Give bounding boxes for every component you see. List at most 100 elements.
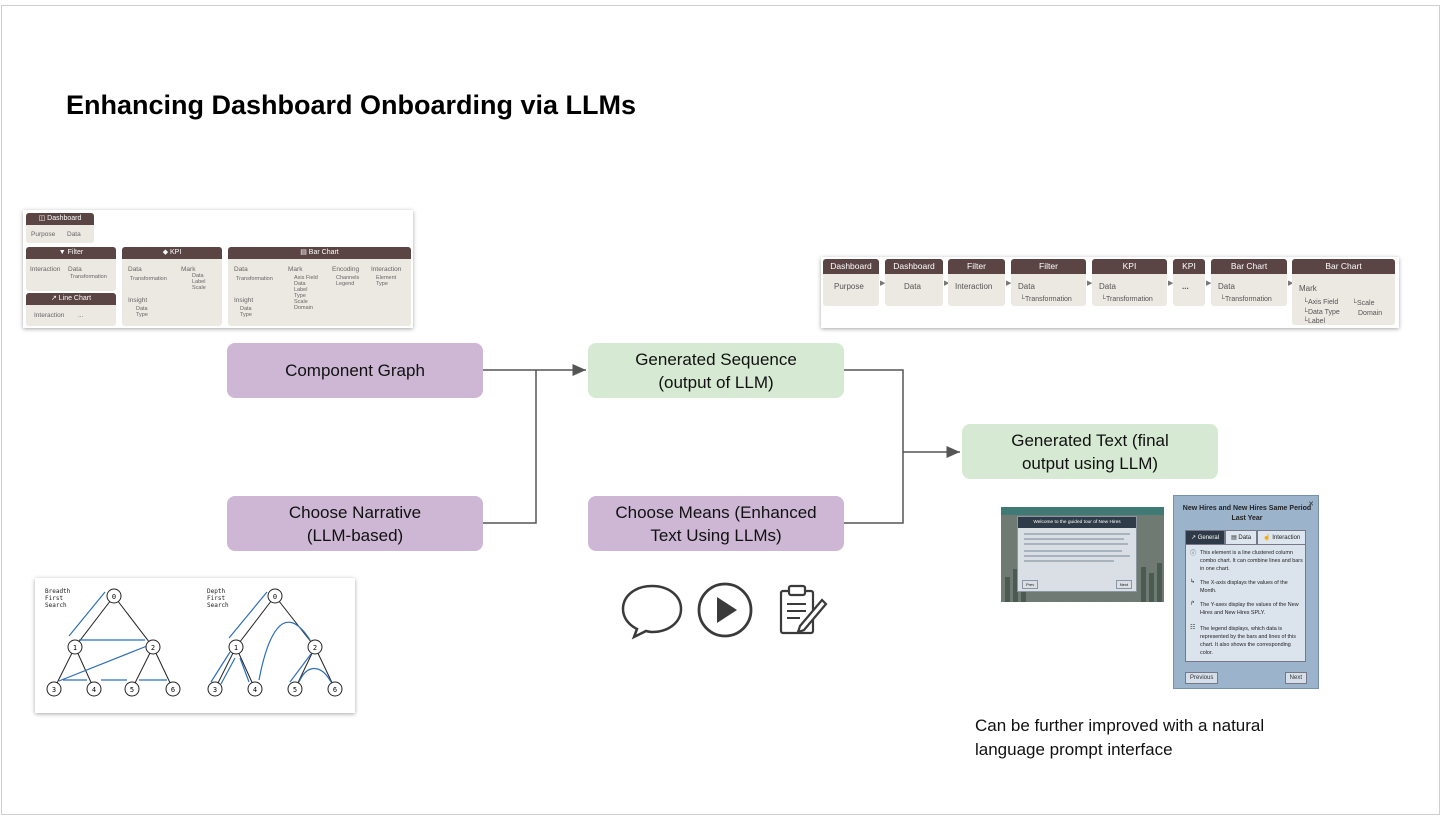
seq-mark-item: └Axis Field <box>1303 299 1339 306</box>
seq-card-header: Bar Chart <box>1211 259 1287 274</box>
tree-node: 2 <box>307 639 323 655</box>
tree-node: 3 <box>46 681 62 697</box>
legend-icon: ☷ <box>1190 625 1196 631</box>
tree-node: 4 <box>86 681 102 697</box>
seq-card-item: Data <box>1218 282 1235 291</box>
seq-card: KPI Data └Transformation <box>1092 259 1167 306</box>
seq-card: Filter Data └Transformation <box>1011 259 1086 306</box>
svg-text:Depth: Depth <box>207 588 225 595</box>
tour-next-button[interactable]: Next <box>1115 580 1132 589</box>
cg-text: Type <box>240 312 252 318</box>
cg-filter-card: ▼ Filter Interaction Data Transformation <box>26 247 116 291</box>
seq-card-item: Purpose <box>834 282 864 291</box>
tab-general[interactable]: ↗ General <box>1185 530 1226 545</box>
svg-text:1: 1 <box>73 644 77 652</box>
svg-text:0: 0 <box>273 593 277 601</box>
seq-card-header: Dashboard <box>823 259 879 274</box>
panel-title: New Hires and New Hires Same Period Last… <box>1182 505 1312 522</box>
seq-arrow-icon: ▶ <box>1006 280 1012 287</box>
clipboard-edit-icon <box>779 584 828 635</box>
close-icon[interactable]: ✕ <box>1308 501 1314 508</box>
seq-card-header: Filter <box>1011 259 1086 274</box>
connector-narrative-to-sequence <box>483 370 537 524</box>
seq-card-item: Interaction <box>955 282 993 291</box>
cg-text: Purpose <box>31 231 56 238</box>
seq-arrow-icon: ▶ <box>944 280 950 287</box>
cg-text: Type <box>294 293 306 299</box>
info-icon: ⓘ <box>1190 551 1197 557</box>
svg-text:Search: Search <box>207 602 229 609</box>
tree-node: 6 <box>165 681 181 697</box>
cg-text: Channels <box>336 275 360 281</box>
generated-sequence-thumbnail: Dashboard Purpose ▶ Dashboard Data ▶ Fil… <box>821 257 1399 328</box>
generated-text-box: Generated Text (final output using LLM) <box>962 424 1218 479</box>
cg-text: Element <box>376 275 397 281</box>
seq-card-sub: └Transformation <box>1220 296 1272 303</box>
cg-text: Data <box>234 266 248 273</box>
cg-text: Interaction <box>34 312 65 319</box>
cg-text: Interaction <box>30 266 61 273</box>
seq-arrow-icon: ▶ <box>880 280 886 287</box>
cg-text: Data <box>192 273 204 279</box>
cg-dashboard-header: ◫ Dashboard <box>26 213 94 225</box>
tree-node: 5 <box>124 681 140 697</box>
choose-narrative-label: Choose Narrative (LLM-based) <box>288 502 422 545</box>
tab-interaction[interactable]: ☝ Interaction <box>1257 530 1307 545</box>
tree-node: 1 <box>67 639 83 655</box>
cg-text: Transformation <box>70 274 107 280</box>
cg-text: Insight <box>128 297 148 304</box>
seq-card-header: Filter <box>948 259 1005 274</box>
svg-text:First: First <box>45 595 63 602</box>
seq-card: Dashboard Data <box>885 259 943 306</box>
seq-card: Dashboard Purpose <box>823 259 879 306</box>
next-button[interactable]: Next <box>1284 672 1307 684</box>
tour-prev-button[interactable]: Prev <box>1022 580 1039 589</box>
cg-text: Data <box>240 306 252 312</box>
cg-text: Data <box>294 281 306 287</box>
seq-card-header: Bar Chart <box>1292 259 1395 274</box>
choose-narrative-box: Choose Narrative (LLM-based) <box>227 496 483 551</box>
cg-text: Data <box>67 231 81 238</box>
tab-data[interactable]: ▤ Data <box>1225 530 1258 545</box>
seq-card: Bar Chart Mark └Axis Field └Data Type └L… <box>1292 259 1395 325</box>
slide-title: Enhancing Dashboard Onboarding via LLMs <box>66 90 637 120</box>
svg-text:1: 1 <box>234 644 238 652</box>
seq-card-header: KPI <box>1092 259 1167 274</box>
panel-line: The Y-axes display the values of the New… <box>1200 602 1299 616</box>
cg-bar-chart-card: ▤ Bar Chart Data Transformation Mark Axi… <box>228 247 411 326</box>
seq-card-sub: └Transformation <box>1101 296 1153 303</box>
svg-text:5: 5 <box>130 686 134 694</box>
panel-body: ⓘ This element is a line clustered colum… <box>1185 544 1306 662</box>
play-icon <box>697 582 753 638</box>
tour-dialog: Welcome to the guided tour of New Hires … <box>1017 516 1137 592</box>
svg-text:6: 6 <box>333 686 337 694</box>
cg-text: Type <box>136 312 148 318</box>
cg-kpi-header: ◆ KPI <box>122 247 222 259</box>
seq-mark-item: Domain <box>1358 310 1383 317</box>
cg-text: Scale <box>192 285 206 291</box>
previous-button[interactable]: Previous <box>1185 672 1219 684</box>
seq-card-header: KPI <box>1173 259 1205 274</box>
traversal-arrows <box>58 591 332 685</box>
cg-text: Domain <box>294 305 313 311</box>
seq-card-item: Data <box>904 282 921 291</box>
tree-node: 0 <box>106 588 122 604</box>
seq-card-item: Mark <box>1299 284 1317 293</box>
seq-mark-item: └Data Type <box>1303 309 1340 316</box>
cg-text: Scale <box>294 299 308 305</box>
panel-tabs: ↗ General ▤ Data ☝ Interaction <box>1185 530 1307 545</box>
cg-text: Data <box>136 306 148 312</box>
seq-mark-item: └Scale <box>1352 300 1375 307</box>
seq-card-item: Data <box>1099 282 1116 291</box>
cg-text: Insight <box>234 297 254 304</box>
tree-node: 3 <box>207 681 223 697</box>
seq-arrow-icon: ▶ <box>1288 280 1294 287</box>
guided-tour-screenshot: Welcome to the guided tour of New Hires … <box>1001 507 1164 602</box>
component-graph-label: Component Graph <box>285 361 425 380</box>
bfs-label: Breadth First Search Depth First Search <box>45 588 229 609</box>
cg-text: Data <box>128 266 142 273</box>
cg-kpi-card: ◆ KPI Data Transformation Mark Data Labe… <box>122 247 222 326</box>
svg-text:First: First <box>207 595 225 602</box>
cg-dashboard-card: ◫ Dashboard Purpose Data <box>26 213 94 243</box>
